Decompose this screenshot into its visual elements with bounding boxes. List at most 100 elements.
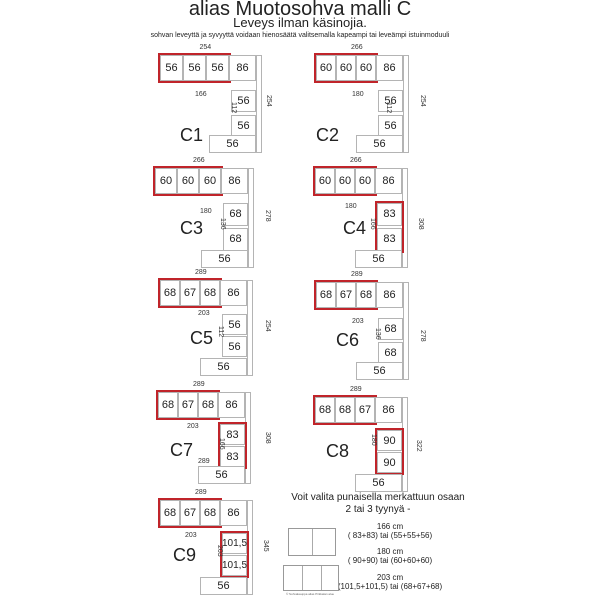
corner-module xyxy=(376,55,403,81)
legend-title-line2: 2 tai 3 tyynyä - xyxy=(345,504,411,515)
seat-cell xyxy=(336,55,356,81)
width-label: 266 xyxy=(193,157,205,164)
depth-label: 166 xyxy=(369,218,376,230)
end-module xyxy=(356,362,403,380)
end-label: 56 xyxy=(372,253,385,265)
width-label: 289 xyxy=(350,386,362,393)
c7-extra-label: 289 xyxy=(198,458,210,465)
seat-label: 60 xyxy=(358,175,372,187)
end-label: 56 xyxy=(218,253,231,265)
corner-label: 86 xyxy=(228,175,241,187)
backrest-column xyxy=(248,168,254,268)
inner-width-label: 166 xyxy=(195,91,207,98)
end-label: 56 xyxy=(215,469,228,481)
side-seat-label: 90 xyxy=(383,457,396,469)
side-seat xyxy=(377,452,402,473)
end-module xyxy=(209,135,256,153)
side-seat-label: 101,5 xyxy=(222,560,248,571)
model-code: C2 xyxy=(316,125,340,145)
page-subtitle: Leveys ilman käsinojia. xyxy=(233,15,367,30)
side-seat-label: 56 xyxy=(384,95,397,107)
seat-cell xyxy=(158,392,178,418)
end-label: 56 xyxy=(226,138,239,150)
side-seat-label: 56 xyxy=(237,95,250,107)
highlight-top-seats xyxy=(314,280,378,310)
side-seat-label: 83 xyxy=(383,208,396,220)
corner-module xyxy=(376,282,403,308)
seat-label: 68 xyxy=(203,507,217,519)
seat-cell xyxy=(316,282,336,308)
seat-cell xyxy=(183,55,206,81)
corner-module xyxy=(220,500,247,526)
seat-label: 60 xyxy=(319,62,333,74)
highlight-top-seats xyxy=(156,390,220,420)
seat-cell xyxy=(335,397,355,423)
right-depth-label: 254 xyxy=(265,95,272,107)
corner-module xyxy=(220,280,247,306)
model-code: C6 xyxy=(336,330,360,350)
model-code: C3 xyxy=(180,218,204,238)
seat-cell xyxy=(355,168,375,194)
option-size: 180 cm xyxy=(376,547,404,556)
end-label: 56 xyxy=(372,477,385,489)
end-module xyxy=(198,466,245,484)
side-seat xyxy=(222,336,247,357)
end-module xyxy=(355,474,402,492)
seat-label: 68 xyxy=(318,404,332,416)
corner-label: 86 xyxy=(227,507,240,519)
right-depth-label: 308 xyxy=(264,432,271,444)
seat-cell xyxy=(198,392,218,418)
seat-cell xyxy=(315,397,335,423)
end-label: 56 xyxy=(373,138,386,150)
side-seat xyxy=(377,430,402,451)
seat-cell xyxy=(200,500,220,526)
backrest-column xyxy=(247,280,253,376)
width-label: 289 xyxy=(195,489,207,496)
option-combo: ( 90+90) tai (60+60+60) xyxy=(347,556,433,565)
seat-cell xyxy=(160,280,180,306)
width-label: 289 xyxy=(195,269,207,276)
corner-label: 86 xyxy=(227,287,240,299)
mini-caption: © Sohvakauppa alias Pirkkalan alue xyxy=(286,592,335,596)
width-label: 289 xyxy=(351,271,363,278)
seat-label: 67 xyxy=(339,289,353,301)
width-label: 289 xyxy=(193,381,205,388)
end-module xyxy=(201,250,248,268)
inner-width-label: 203 xyxy=(352,318,364,325)
seat-label: 68 xyxy=(163,287,177,299)
page-note: sohvan leveyttä ja syvyyttä voidaan hien… xyxy=(150,32,450,39)
inner-width-label: 203 xyxy=(198,310,210,317)
depth-label: 136 xyxy=(374,328,381,340)
inner-width-label: 180 xyxy=(352,91,364,98)
seat-label: 68 xyxy=(319,289,333,301)
side-seat-label: 68 xyxy=(229,208,242,220)
right-depth-label: 322 xyxy=(415,440,422,452)
seat-label: 67 xyxy=(181,399,195,411)
width-label: 266 xyxy=(351,44,363,51)
side-seat-label: 56 xyxy=(228,341,241,353)
corner-label: 86 xyxy=(383,289,396,301)
backrest-column xyxy=(403,55,409,153)
inner-width-label: 180 xyxy=(345,203,357,210)
highlight-top-seats xyxy=(313,166,377,196)
seat-label: 56 xyxy=(165,62,178,74)
seat-cell xyxy=(336,282,356,308)
option-combo: ( 83+83) tai (55+55+56) xyxy=(347,531,433,540)
corner-module xyxy=(229,55,256,81)
seat-label: 67 xyxy=(358,404,372,416)
side-seat xyxy=(220,424,245,445)
depth-label: 112 xyxy=(385,102,392,114)
seat-label: 60 xyxy=(181,175,195,187)
seat-label: 67 xyxy=(183,507,197,519)
corner-label: 86 xyxy=(383,62,396,74)
right-depth-label: 345 xyxy=(262,540,269,552)
right-depth-label: 278 xyxy=(419,330,426,342)
side-seat-label: 56 xyxy=(237,120,250,132)
seat-label: 68 xyxy=(338,404,352,416)
inner-width-label: 203 xyxy=(187,423,199,430)
end-label: 56 xyxy=(217,580,230,592)
end-label: 56 xyxy=(217,361,230,373)
seat-label: 60 xyxy=(338,175,352,187)
side-seat-label: 68 xyxy=(384,323,397,335)
highlight-side-seats xyxy=(375,201,404,253)
